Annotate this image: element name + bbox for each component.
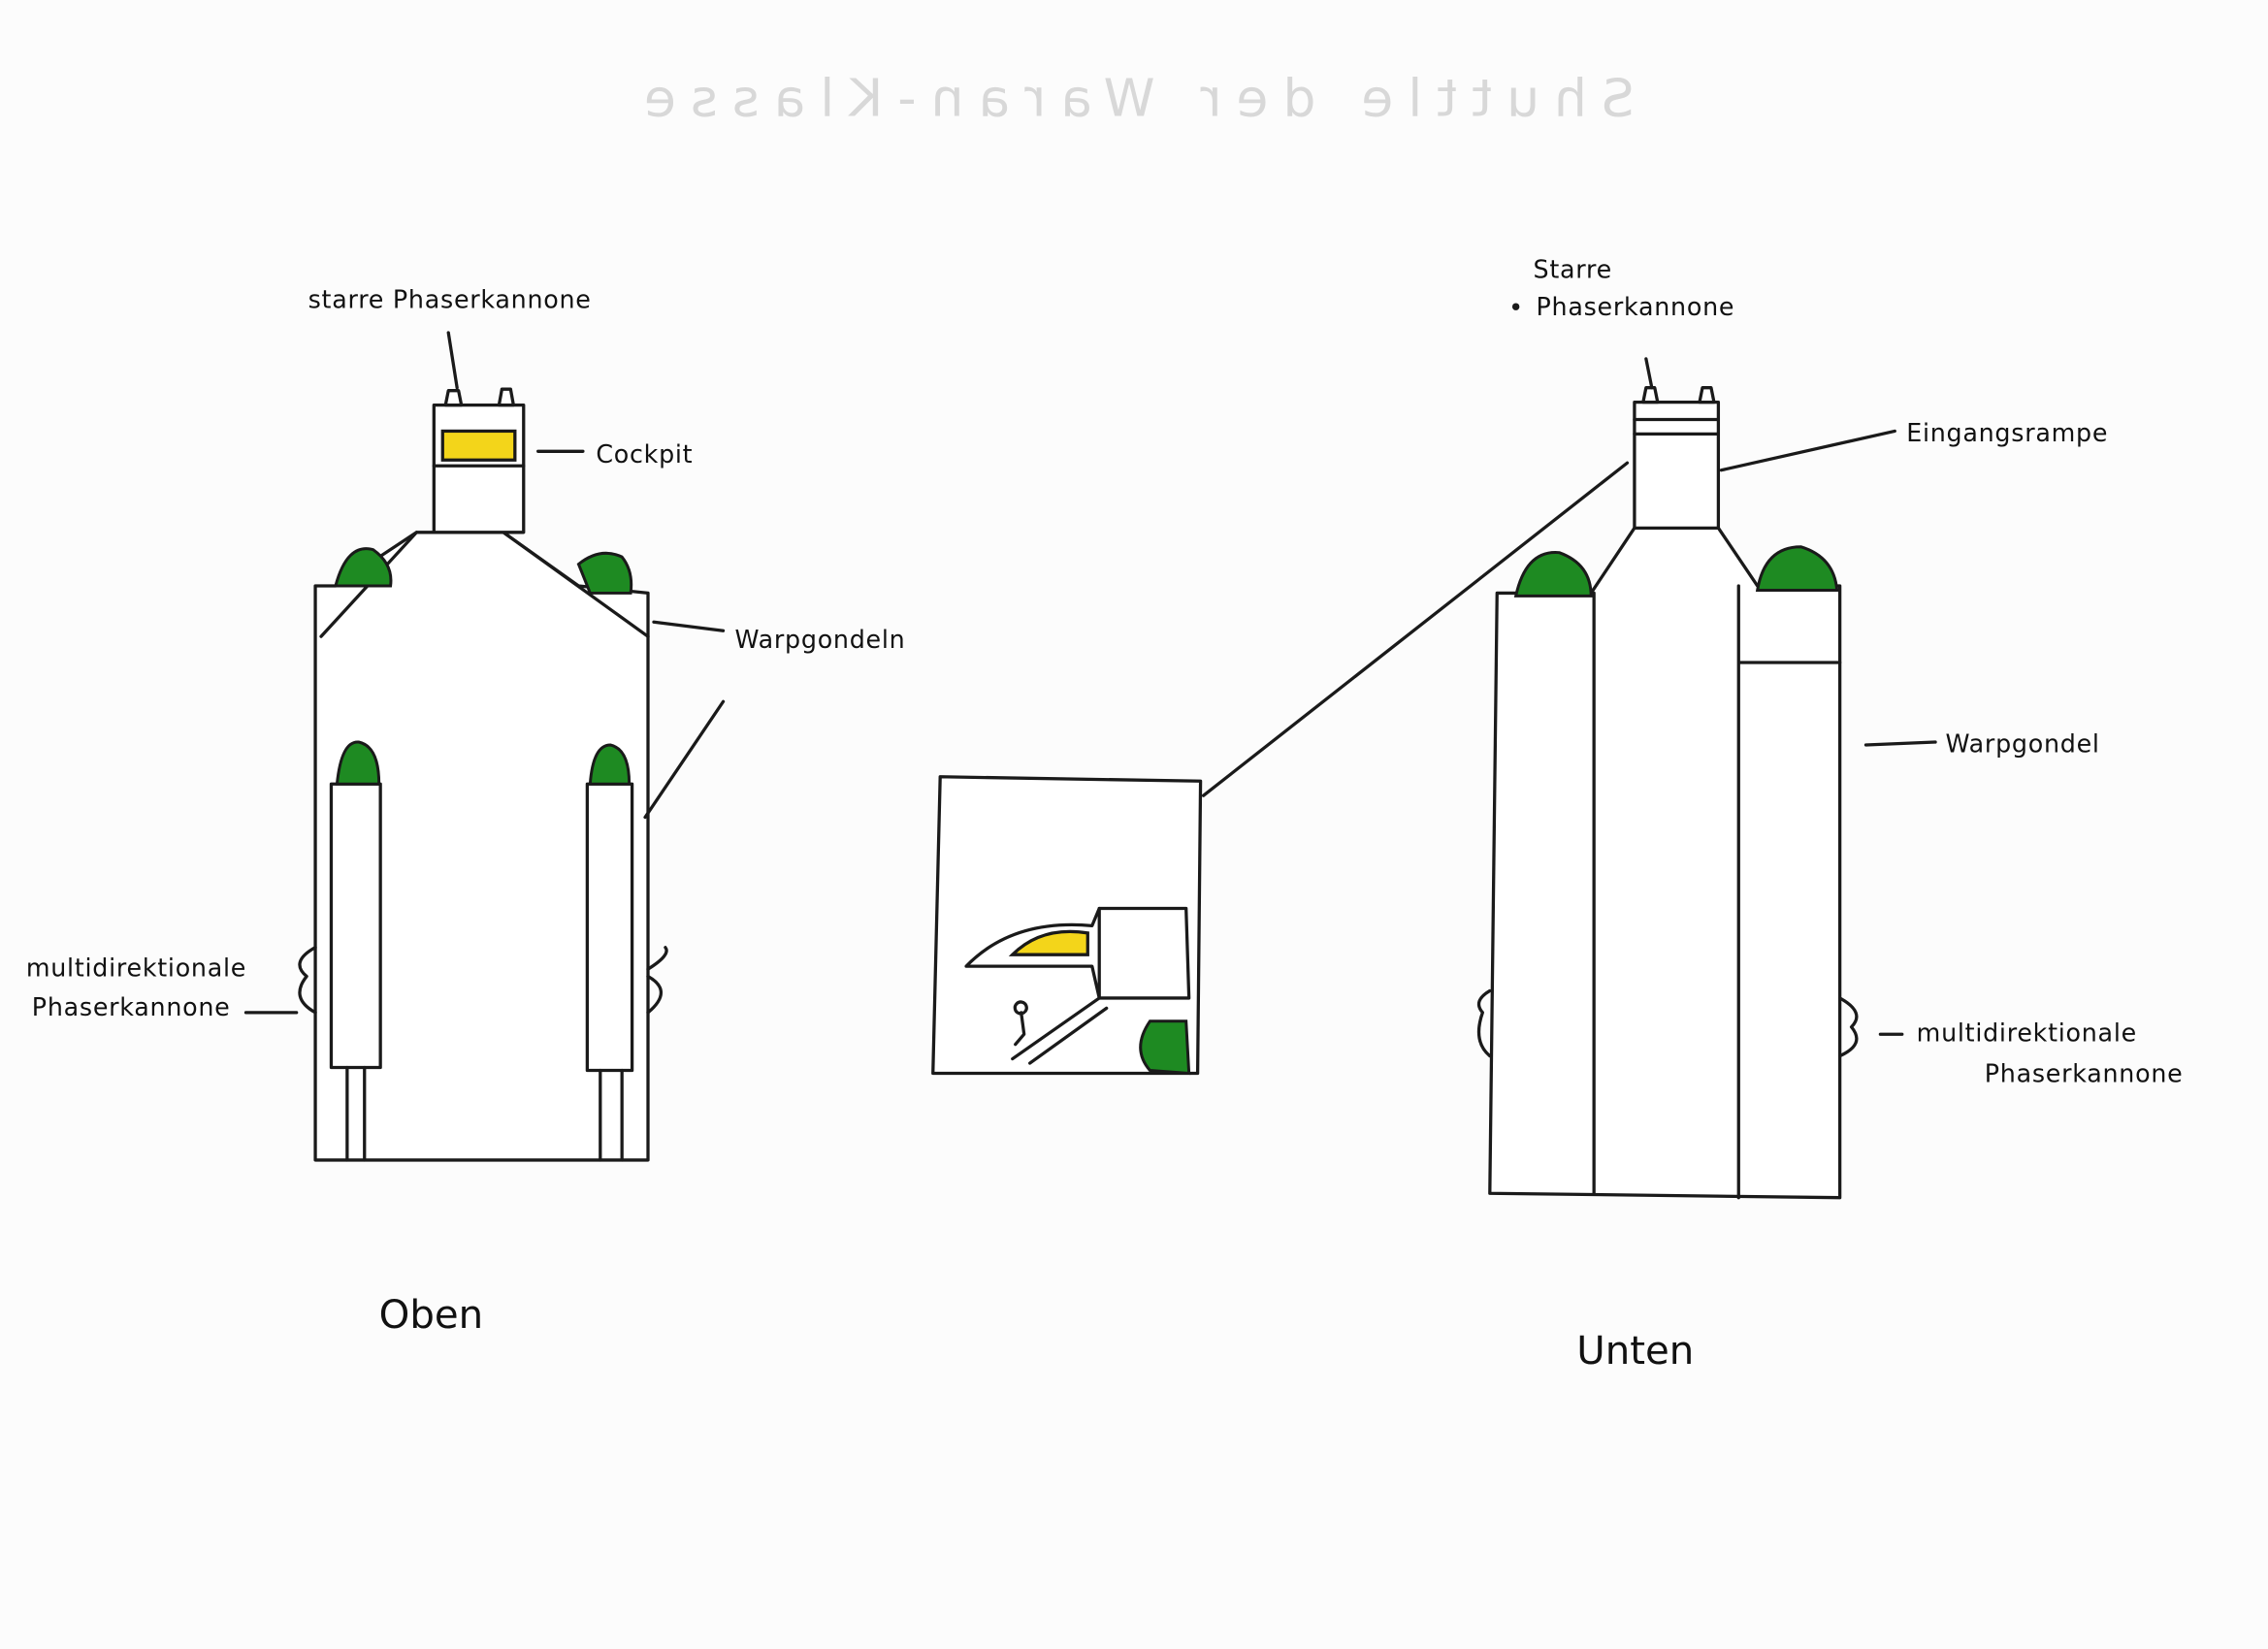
bleed-through-title: Shuttle der Waran-Klasse xyxy=(630,67,1635,128)
cockpit-window xyxy=(440,429,517,462)
bottom-multi-phaser-right xyxy=(1838,996,1859,1058)
person-figure-icon xyxy=(1013,1000,1028,1047)
caption-bottom-view: Unten xyxy=(1576,1329,1694,1374)
label-multi-phaser-1: multidirektionale xyxy=(1917,1018,2137,1048)
front-nacelle-dome-right xyxy=(576,551,633,595)
bottom-fixed-phasers xyxy=(1641,386,1716,404)
label-nacelles: Warpgondeln xyxy=(734,625,905,654)
inset-nacelle-dome xyxy=(1139,1019,1191,1076)
bottom-view-shuttle: Starre Phaserkannone Eingangsrampe Warpg… xyxy=(1476,254,2184,1374)
caption-top-view: Oben xyxy=(379,1293,484,1338)
nacelle-right xyxy=(585,782,634,1073)
bottom-cockpit-module xyxy=(1633,400,1721,530)
nacelle-dome-left xyxy=(335,740,381,786)
nacelle-left xyxy=(329,782,382,1070)
label-cockpit: Cockpit xyxy=(596,439,693,469)
ramp-detail-inset xyxy=(931,461,1630,1076)
label-multi-phaser-2: Phaserkannone xyxy=(32,992,231,1021)
bottom-dome-left xyxy=(1513,551,1593,598)
label-fixed-phaser-1: Starre xyxy=(1534,254,1612,283)
label-multi-phaser-1: multidirektionale xyxy=(26,954,246,983)
bottom-dome-right xyxy=(1755,545,1839,592)
label-nacelle: Warpgondel xyxy=(1945,728,2099,758)
title-bleed-text: Shuttle der Waran-Klasse xyxy=(630,67,1635,128)
top-view-shuttle: starre Phaserkannone Cockpit Warpgondeln… xyxy=(26,285,905,1338)
bottom-multi-phaser-left xyxy=(1476,988,1492,1058)
cockpit-module xyxy=(432,403,526,534)
label-fixed-phaser-2: Phaserkannone xyxy=(1537,292,1735,321)
front-nacelle-dome-left xyxy=(333,547,393,588)
nacelle-dome-right xyxy=(588,743,632,786)
multi-phaser-right xyxy=(646,946,668,1015)
multi-phaser-left xyxy=(298,946,317,1015)
fixed-phaser-cannons xyxy=(443,387,515,407)
label-fixed-phaser: starre Phaserkannone xyxy=(308,285,592,314)
inset-cockpit-window xyxy=(1008,929,1089,956)
bottom-hull xyxy=(1488,526,1842,1200)
label-ramp: Eingangsrampe xyxy=(1906,418,2108,447)
label-multi-phaser-2: Phaserkannone xyxy=(1985,1058,2184,1087)
